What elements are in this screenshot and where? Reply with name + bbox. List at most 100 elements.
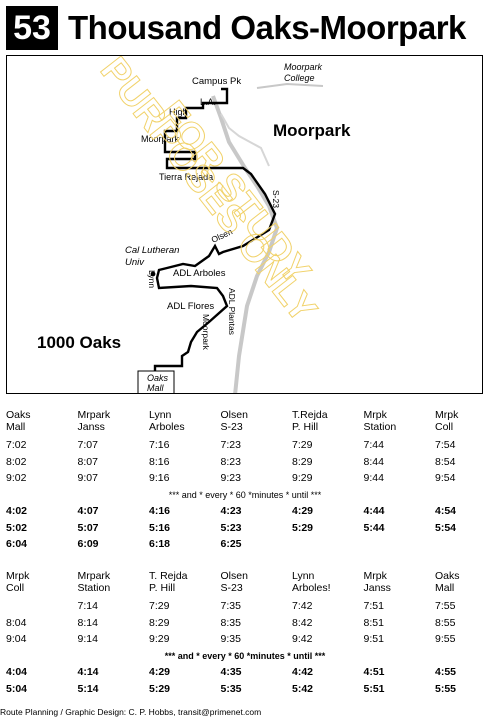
timepoint-name: Mrpk — [435, 409, 459, 421]
frequency-note: *** and * every * 60 *minutes * until **… — [164, 650, 326, 661]
time-cell: 4:44 — [363, 505, 385, 517]
timepoint-detail: Coll — [6, 582, 25, 594]
timepoint-name: Lynn — [149, 409, 172, 421]
time-cell: 8:23 — [220, 455, 241, 468]
time-cell: 5:04 — [6, 682, 28, 695]
timepoint-name: Oaks — [6, 409, 31, 421]
timepoint-detail: S-23 — [220, 421, 243, 433]
map-label-lynn: Lynn — [147, 270, 157, 288]
time-cell: 9:44 — [363, 472, 384, 484]
timepoint-detail: Janss — [363, 582, 391, 594]
frequency-note: *** and * every * 60 *minutes * until **… — [168, 489, 322, 500]
time-cell: 8:54 — [435, 455, 456, 468]
time-cell: 6:04 — [6, 538, 28, 550]
time-cell: 7:55 — [435, 600, 456, 612]
time-cell: 9:51 — [363, 633, 384, 645]
timepoint-detail: Arboles — [149, 421, 185, 433]
time-cell: 4:23 — [220, 505, 242, 517]
time-cell: 7:42 — [292, 600, 313, 612]
timepoint-detail: S-23 — [220, 582, 243, 594]
time-cell: 4:04 — [6, 666, 28, 678]
map-label-moorpark-rd: Moorpark — [201, 314, 211, 351]
time-cell: 9:55 — [435, 633, 456, 645]
timepoint-name: Olsen — [220, 570, 248, 582]
cal-lutheran-stop — [150, 271, 156, 277]
time-cell: 8:16 — [149, 455, 170, 468]
time-cell — [364, 536, 436, 553]
time-cell: 4:29 — [292, 505, 314, 517]
time-cell: 7:44 — [363, 439, 384, 451]
time-cell: 5:42 — [292, 682, 314, 695]
map-label-adl-arboles: ADL Arboles — [173, 268, 226, 279]
time-cell: 8:55 — [435, 616, 456, 629]
time-cell: 5:16 — [149, 521, 171, 534]
route-map-drawing: Campus Pk Moorpark College L.A. High Moo… — [37, 56, 351, 393]
map-label-campus-pk: Campus Pk — [192, 76, 241, 87]
time-cell: 5:29 — [149, 682, 171, 695]
timepoint-detail: Coll — [435, 421, 454, 433]
time-cell: 4:16 — [149, 505, 171, 517]
map-label-oaks-mall-2: Mall — [147, 383, 165, 393]
route-header: 53 Thousand Oaks-Moorpark — [6, 6, 482, 50]
map-label-moorpark-city: Moorpark — [273, 121, 351, 140]
map-label-high: High — [169, 107, 188, 117]
time-cell: 5:23 — [220, 521, 242, 534]
time-cell: 7:35 — [220, 600, 241, 612]
time-cell: 8:51 — [363, 616, 384, 629]
time-cell: 6:25 — [220, 538, 242, 550]
timepoint-detail: Janss — [77, 421, 105, 433]
timepoint-name: Olsen — [220, 409, 248, 421]
time-cell: 9:02 — [6, 472, 27, 484]
time-cell: 5:54 — [435, 521, 457, 534]
map-label-cal-lutheran-1: Cal Lutheran — [125, 245, 179, 256]
timepoint-name: T.Rejda — [292, 409, 328, 421]
map-label-la: L.A. — [200, 97, 216, 107]
time-cell: 5:07 — [77, 521, 99, 534]
time-cell: 7:14 — [77, 600, 98, 612]
time-cell: 9:42 — [292, 633, 313, 645]
time-cell: 4:54 — [435, 505, 457, 517]
route-number-badge: 53 — [6, 6, 58, 50]
time-cell: 9:54 — [435, 472, 456, 484]
time-cell: 8:04 — [6, 616, 27, 629]
time-cell: 7:02 — [6, 439, 27, 451]
time-cell: 4:35 — [220, 666, 242, 678]
time-cell: 8:29 — [292, 455, 313, 468]
time-cell: 8:02 — [6, 455, 27, 468]
time-cell: 9:29 — [149, 633, 170, 645]
map-label-moorpark-street: Moorpark — [141, 134, 180, 144]
map-label-1000-oaks: 1000 Oaks — [37, 333, 121, 352]
bus-route-line — [153, 87, 277, 374]
time-cell: 4:14 — [77, 666, 99, 678]
time-cell: 4:55 — [435, 666, 457, 678]
time-cell: 7:29 — [292, 439, 313, 451]
map-label-adl-flores: ADL Flores — [167, 301, 214, 312]
time-cell — [6, 598, 78, 615]
time-cell — [292, 536, 364, 553]
timepoint-name: Oaks — [435, 570, 460, 582]
time-cell: 7:54 — [435, 439, 456, 451]
timepoint-detail: Arboles! — [292, 582, 331, 594]
map-label-cal-lutheran-2: Univ — [125, 257, 145, 268]
time-cell: 7:51 — [363, 600, 384, 612]
timepoint-name: Mrpk — [6, 570, 30, 582]
